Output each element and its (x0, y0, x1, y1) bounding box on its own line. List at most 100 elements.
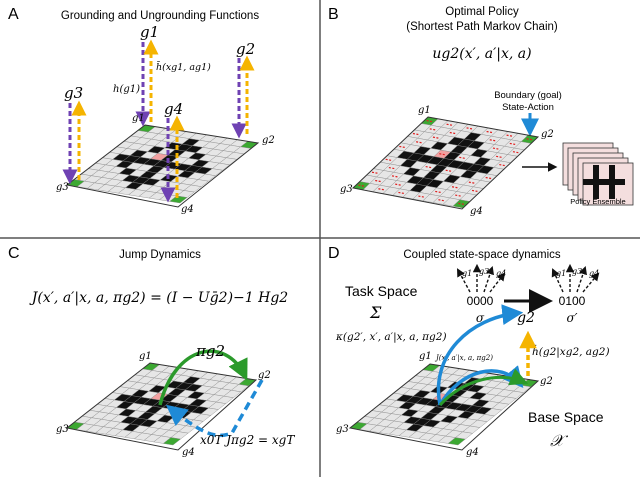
g1-corner-label-b: g1 (418, 105, 431, 116)
g1-top-label: g1 (140, 23, 159, 41)
g2-task-node: g2 (517, 310, 535, 326)
policy-arrow (358, 184, 366, 187)
panel-c-title: Jump Dynamics (119, 249, 201, 261)
panel-a-arrows (62, 39, 255, 203)
panel-a-title: Grounding and Ungrounding Functions (61, 10, 259, 22)
policy-arrow (489, 139, 497, 142)
goal-corner-cell (162, 437, 182, 446)
g3-top-label: g3 (64, 84, 83, 102)
kappa-blue-arc (436, 304, 524, 406)
policy-ensemble-label: Policy Ensemble (570, 197, 625, 206)
g1-corner-label: g1 (132, 113, 145, 124)
g4-corner-label: g4 (181, 204, 194, 215)
policy-arrow (506, 134, 514, 137)
policy-arrow (468, 181, 476, 184)
policy-arrow (458, 202, 466, 206)
grid-outline (65, 124, 260, 208)
policy-arrow (429, 128, 437, 131)
dash-arrow-left-3 (483, 266, 494, 293)
g3-corner-label-c: g3 (56, 424, 69, 435)
policy-arrow (398, 191, 406, 195)
sigma-prime-label: σ′ (567, 311, 578, 325)
jump-green-arc (438, 368, 529, 407)
panel-b-letter: B (328, 6, 339, 23)
g2-corner-label: g2 (262, 135, 275, 146)
arrow-label-right-g4: g4 (589, 269, 599, 278)
grid-outline (65, 362, 258, 451)
policy-arrow (439, 153, 446, 156)
panel-a: A Grounding and Ungrounding Functions g1… (8, 6, 275, 215)
jump-formula: J(x′, a′|x, a, πg2) = (I − Uḡ2)−1 Hg2 (29, 290, 289, 306)
policy-arrow (509, 142, 517, 146)
g4-top-label: g4 (164, 100, 183, 118)
policy-arrow (526, 138, 534, 141)
base-space-symbol: 𝒳 (550, 431, 569, 450)
arrow-label-left-g3: g3 (479, 267, 489, 276)
panel-d-title: Coupled state-space dynamics (403, 249, 560, 261)
policy-arrow (399, 145, 406, 149)
boundary-label-line1: Boundary (goal) (494, 90, 562, 101)
dash-arrow-left-1 (456, 268, 471, 293)
hbar-function-label: h̄(xg1, ag1) (156, 61, 211, 73)
policy-arrow (499, 164, 506, 167)
policy-arrow (432, 136, 440, 139)
policy-arrow (459, 156, 466, 160)
g3-corner-label: g3 (56, 182, 69, 193)
arrow-label-left-g4: g4 (496, 269, 506, 278)
policy-arrow (416, 141, 423, 144)
policy-arrow (378, 188, 386, 191)
panel-d: D Coupled state-space dynamics Task Spac… (328, 245, 610, 458)
panel-a-grid (65, 124, 260, 208)
policy-arrow (466, 127, 474, 130)
g2-corner-label-c: g2 (258, 370, 271, 381)
policy-arrow (391, 175, 399, 178)
h-function-label: h(g1) (113, 84, 140, 95)
jump-small-label: J(x′, a′|x, a, πg2) (434, 354, 493, 362)
policy-arrow (496, 155, 503, 159)
panel-b-title-line1: Optimal Policy (445, 6, 519, 18)
g2-top-label: g2 (236, 40, 255, 58)
policy-arrow (426, 120, 434, 123)
g3-corner-label-d: g3 (336, 424, 349, 435)
ensemble-wall (583, 179, 625, 185)
policy-arrow (375, 179, 382, 183)
policy-arrow (438, 199, 446, 202)
dash-arrow-right-4 (582, 272, 600, 293)
panel-b-title-line2: (Shortest Path Markov Chain) (406, 21, 558, 33)
g3-corner-label-b: g3 (340, 184, 353, 195)
policy-arrow (449, 131, 457, 135)
pi-label: πg2 (195, 342, 225, 360)
g4-corner-label-d: g4 (466, 447, 479, 458)
dash-arrow-right-3 (576, 266, 587, 293)
policy-arrow (486, 130, 494, 134)
panel-c-letter: C (8, 245, 20, 262)
dashed-arrows-left (456, 263, 506, 293)
policy-ensemble-stack (562, 142, 634, 206)
g2-corner-label-b: g2 (541, 129, 554, 140)
policy-arrow (412, 132, 420, 136)
policy-arrow (418, 195, 426, 198)
sigma-space-symbol: Σ (369, 303, 382, 322)
g2-corner-label-d: g2 (540, 376, 553, 387)
sigma-label: σ (476, 311, 485, 325)
projection-dashed-arrow (165, 379, 264, 438)
panel-a-letter: A (8, 6, 19, 23)
g1-corner-label-d: g1 (419, 351, 432, 362)
policy-arrow (445, 169, 453, 172)
dashed-arrows-right (551, 263, 600, 293)
policy-arrow (388, 167, 396, 170)
g4-corner-label-c: g4 (182, 447, 195, 458)
policy-arrow (512, 151, 520, 154)
g1-corner-label-c: g1 (139, 351, 152, 362)
panel-b-grid (351, 116, 540, 210)
policy-arrow (371, 171, 379, 174)
arrow-label-left-g1: g1 (462, 269, 472, 278)
policy-arrow (446, 123, 454, 126)
transform-label: x0T Jπg2 = xgT (200, 433, 295, 447)
arrow-label-right-g1: g1 (556, 269, 566, 278)
goal-corner-cell (447, 437, 466, 446)
g4-corner-label-b: g4 (470, 206, 483, 217)
panel-b: B Optimal Policy (Shortest Path Markov C… (328, 6, 634, 217)
panel-c: C Jump Dynamics J(x′, a′|x, a, πg2) = (I… (8, 245, 295, 458)
